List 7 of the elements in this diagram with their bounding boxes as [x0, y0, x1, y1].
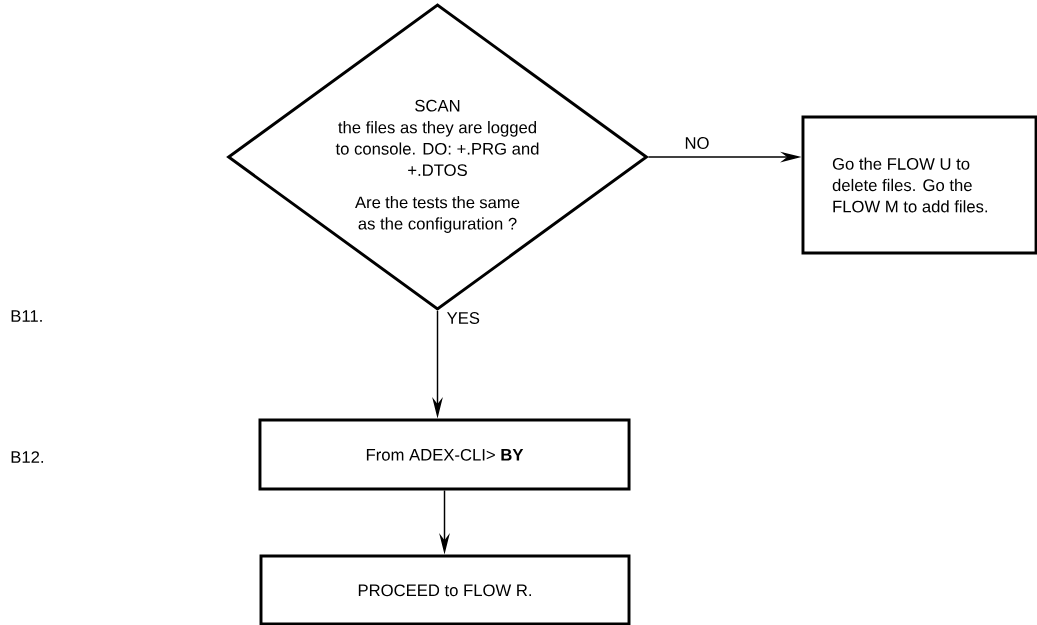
process-box: From ADEX-CLI> BY	[258, 418, 631, 491]
edge-label: YES	[447, 312, 480, 324]
edge-label: NO	[685, 137, 709, 149]
process-box: Go the FLOW U to delete files. Go the FLOW M to add files.	[801, 115, 1037, 255]
process-box: PROCEED to FLOW R.	[259, 554, 631, 625]
step-number: B11.	[11, 310, 42, 322]
step-number: B12.	[11, 451, 44, 463]
